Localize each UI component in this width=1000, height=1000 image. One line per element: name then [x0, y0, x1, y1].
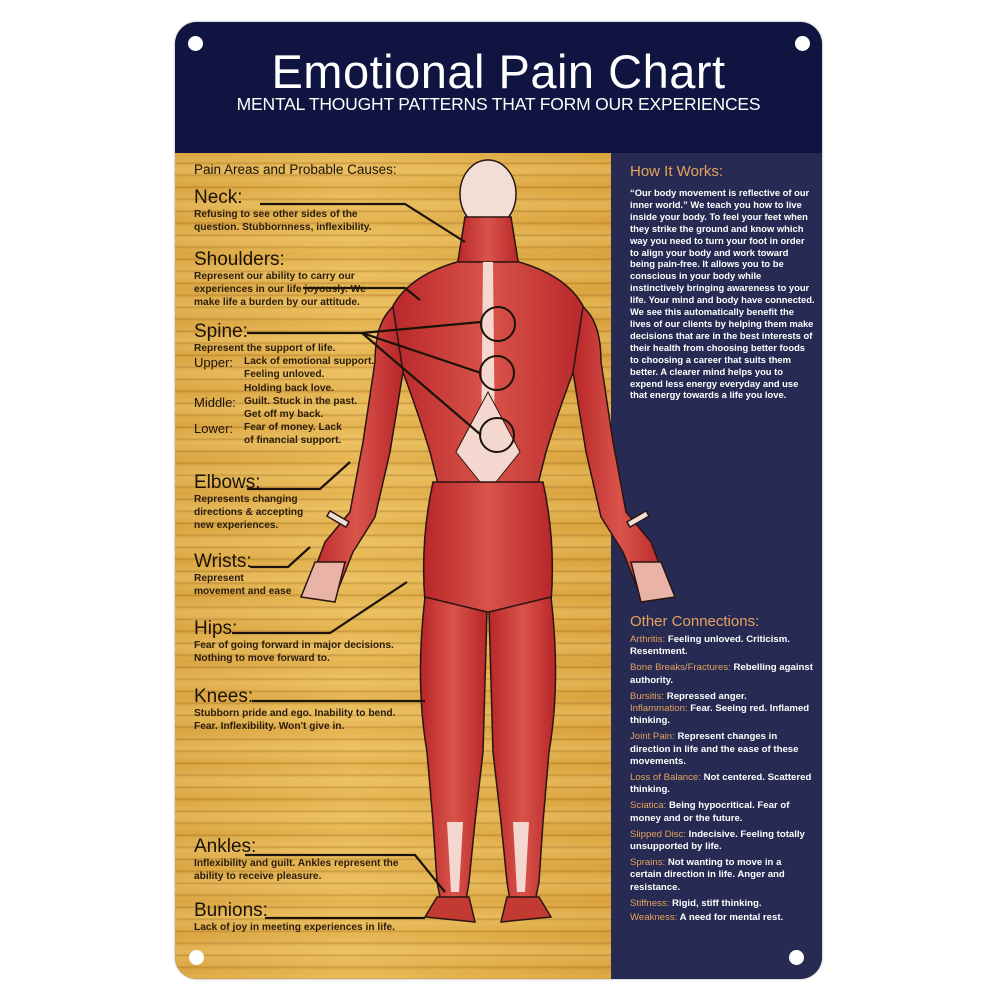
area-shoulders: Shoulders: Represent our ability to carr… [194, 250, 366, 310]
area-desc: Refusing to see other sides of the quest… [194, 209, 372, 234]
section-title: How It Works: [630, 163, 724, 180]
section-title: Other Connections: [630, 613, 760, 630]
area-ankles: Ankles: Inflexibility and guilt. Ankles … [194, 837, 399, 883]
other-connections-section: Other Connections: Arthritis: Feeling un… [630, 613, 815, 924]
area-name: Wrists: [194, 551, 252, 572]
area-desc: Fear of going forward in major decisions… [194, 640, 394, 665]
area-desc: Represent our ability to carry our exper… [194, 271, 366, 309]
area-name: Spine: [194, 321, 248, 342]
area-name: Neck: [194, 187, 243, 208]
connection-item: Weakness: A need for mental rest. [630, 912, 784, 924]
spine-middle: Middle: Guilt. Stuck in the past. Get of… [194, 394, 358, 421]
area-name: Shoulders: [194, 249, 285, 270]
connection-item: Joint Pain: Represent changes in directi… [630, 731, 799, 767]
area-desc: Lack of joy in meeting experiences in li… [194, 922, 395, 933]
mount-hole-icon [188, 36, 203, 51]
page-title: Emotional Pain Chart [271, 45, 726, 98]
connection-item: Loss of Balance: Not centered. Scattered… [630, 772, 812, 796]
mount-hole-icon [789, 950, 804, 965]
area-name: Knees: [194, 686, 254, 707]
area-desc: Represent movement and ease [194, 573, 292, 598]
page-subtitle: MENTAL THOUGHT PATTERNS THAT FORM OUR EX… [236, 94, 761, 114]
spine-lower: Lower: Fear of money. Lack of financial … [194, 421, 342, 447]
connection-item: Stiffness: Rigid, stiff thinking. [630, 897, 762, 909]
area-neck: Neck: Refusing to see other sides of the… [194, 188, 372, 234]
header-banner: Emotional Pain Chart MENTAL THOUGHT PATT… [175, 22, 822, 153]
connection-item: Bone Breaks/Fractures: Rebelling against… [630, 662, 813, 686]
area-knees: Knees: Stubborn pride and ego. Inability… [194, 687, 395, 733]
how-it-works-text: “Our body movement is reflective of our … [630, 187, 815, 401]
area-spine: Spine: Represent the support of life. Up… [194, 322, 374, 448]
poster: Emotional Pain Chart MENTAL THOUGHT PATT… [175, 22, 822, 979]
area-hips: Hips: Fear of going forward in major dec… [194, 619, 394, 665]
connection-item: Arthritis: Feeling unloved. Criticism. R… [630, 634, 790, 658]
mount-hole-icon [795, 36, 810, 51]
connection-item: Bursitis: Repressed anger. [630, 690, 747, 702]
mount-hole-icon [189, 950, 204, 965]
how-it-works-section: How It Works: “Our body movement is refl… [630, 163, 815, 401]
area-elbows: Elbows: Represents changing directions &… [194, 473, 303, 533]
pain-areas-heading: Pain Areas and Probable Causes: [194, 162, 397, 177]
area-wrists: Wrists: Represent movement and ease [194, 552, 291, 598]
connection-item: Sprains: Not wanting to move in a certai… [630, 857, 785, 893]
area-name: Elbows: [194, 472, 261, 493]
area-desc: Stubborn pride and ego. Inability to ben… [194, 708, 396, 733]
area-bunions: Bunions: Lack of joy in meeting experien… [194, 901, 395, 934]
area-name: Hips: [194, 618, 238, 639]
area-name: Ankles: [194, 836, 257, 857]
muscle-anatomy-figure [232, 159, 677, 923]
connection-item: Slipped Disc: Indecisive. Feeling totall… [630, 828, 805, 853]
area-desc: Represent the support of life. [194, 343, 336, 354]
area-desc: Inflexibility and guilt. Ankles represen… [194, 858, 399, 883]
connection-item: Inflammation: Fear. Seeing red. Inflamed… [630, 703, 810, 727]
connection-item: Sciatica: Being hypocritical. Fear of mo… [630, 800, 790, 824]
area-name: Bunions: [194, 900, 268, 921]
area-desc: Represents changing directions & accepti… [194, 494, 304, 532]
spine-upper: Upper: Lack of emotional support. Feelin… [194, 355, 375, 394]
